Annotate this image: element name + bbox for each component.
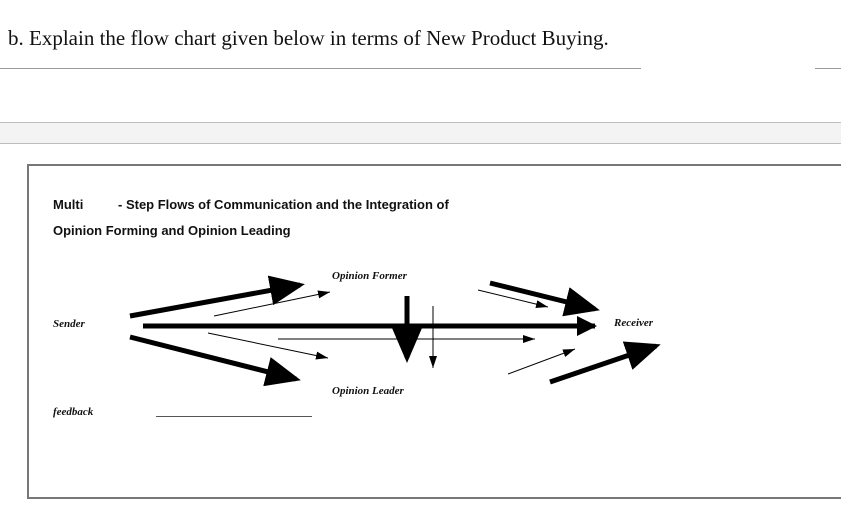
arrow-receiver-to-leader <box>507 348 576 375</box>
arrow-receiver-to-former <box>477 289 549 309</box>
node-opinion-former: Opinion Former <box>332 270 407 282</box>
arrow-leader-to-sender <box>207 332 329 360</box>
diagram-title-multi: Multi <box>53 197 84 212</box>
node-receiver: Receiver <box>614 317 654 329</box>
arrow-former-to-sender <box>213 290 331 317</box>
node-feedback: feedback <box>53 406 94 418</box>
arrow-sender-to-former <box>129 275 305 319</box>
diagram-frame <box>27 164 841 499</box>
node-sender: Sender <box>53 318 85 330</box>
arrow-sender-to-leader <box>129 334 301 387</box>
arrow-former-to-receiver <box>489 280 600 317</box>
divider-line <box>0 68 641 69</box>
divider-line-short <box>815 68 841 69</box>
arrow-leader-to-receiver <box>549 341 661 385</box>
feedback-line <box>156 416 312 417</box>
answer-band <box>0 122 841 144</box>
diagram-title-line2: Opinion Forming and Opinion Leading <box>53 223 291 238</box>
diagram-title: - Step Flows of Communication and the In… <box>118 197 449 212</box>
node-opinion-leader: Opinion Leader <box>332 385 404 397</box>
question-text: b. Explain the flow chart given below in… <box>8 26 609 50</box>
